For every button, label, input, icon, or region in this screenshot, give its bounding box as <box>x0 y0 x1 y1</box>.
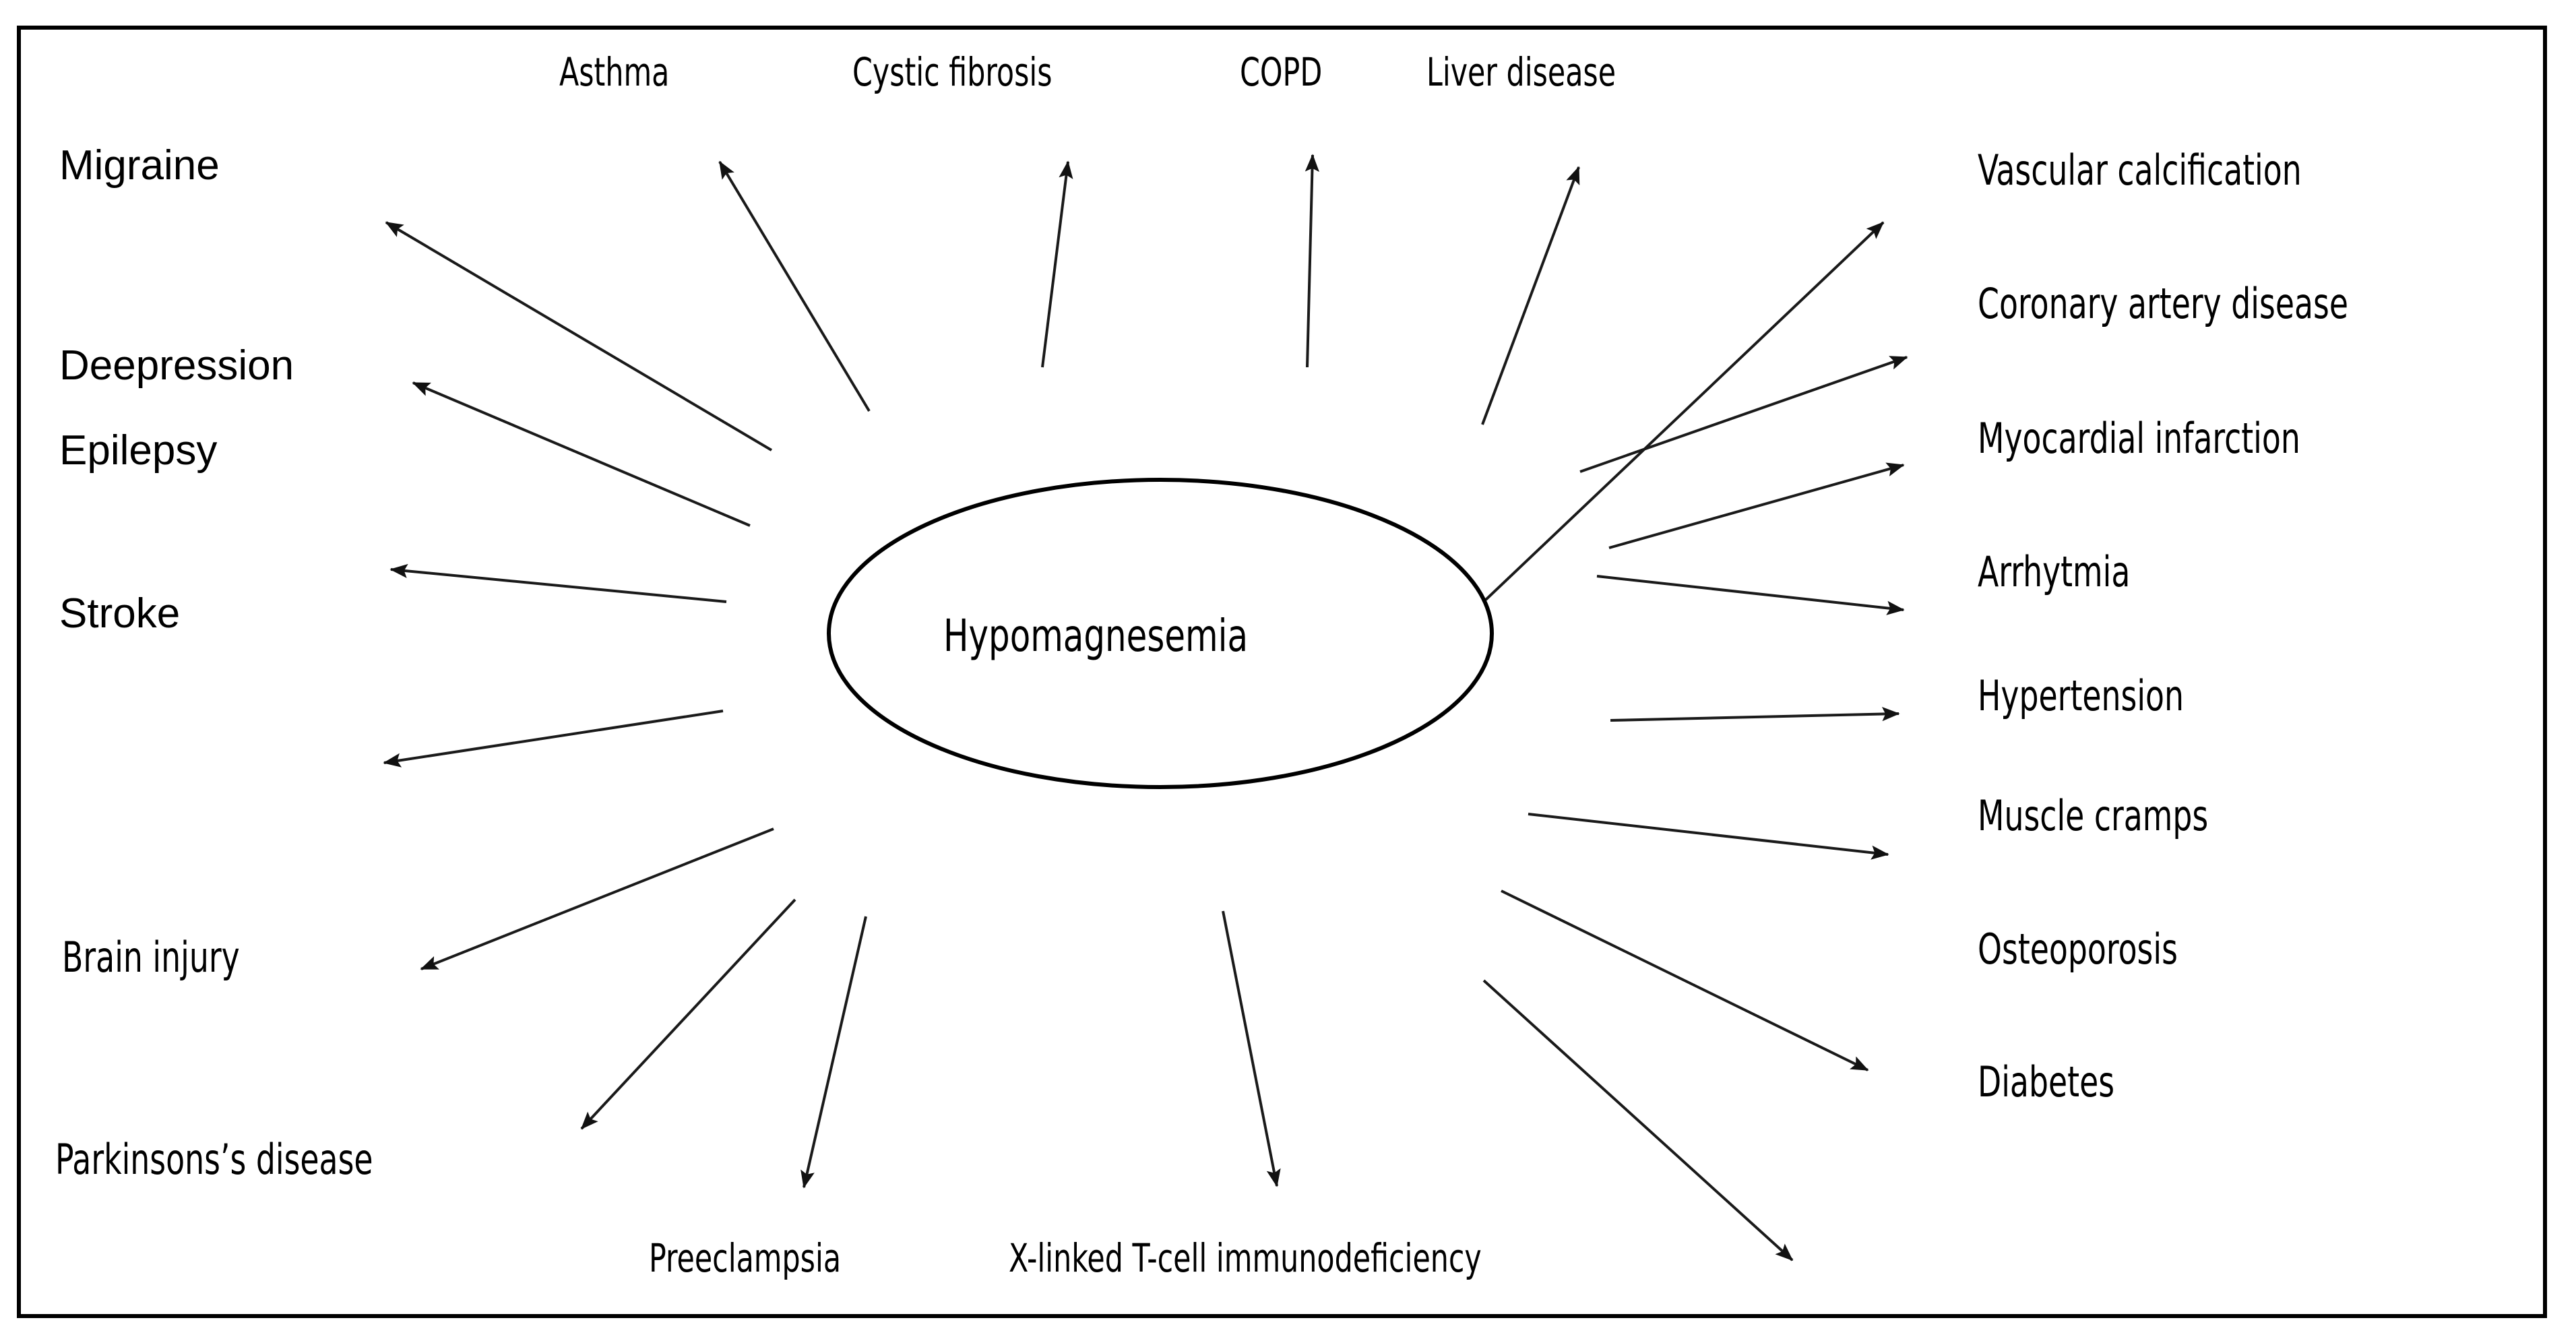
arrow-epilepsy <box>389 563 727 603</box>
arrow-liver-disease <box>1481 166 1580 425</box>
arrow-stroke <box>383 710 724 768</box>
outcome-label-preeclampsia: Preeclampsia <box>649 1235 842 1281</box>
arrow-osteoporosis <box>1501 890 1869 1071</box>
outcome-label-stroke: Stroke <box>59 590 181 637</box>
arrow-cystic-fibrosis <box>1041 160 1073 368</box>
arrow-vascular-calcification <box>1484 221 1885 601</box>
arrow-myocardial-infarction <box>1608 462 1905 549</box>
arrow-preeclampsia <box>800 916 867 1189</box>
arrow-copd <box>1305 154 1319 368</box>
outcome-label-migraine: Migraine <box>59 142 220 189</box>
arrow-migraine <box>385 221 773 451</box>
arrow-arrhytmia <box>1596 575 1905 615</box>
center-node-label: Hypomagnesemia <box>943 610 1249 662</box>
arrow-group <box>383 154 1908 1261</box>
outcome-label-copd: COPD <box>1240 49 1323 95</box>
outcome-label-epilepsy: Epilepsy <box>59 427 218 474</box>
arrow-hypertension <box>1610 706 1900 722</box>
outcome-label-liver-disease: Liver disease <box>1426 49 1616 95</box>
arrow-brain-injury <box>420 828 774 970</box>
outcome-label-deepression: Deepression <box>59 342 294 389</box>
outcome-label-muscle-cramps: Muscle cramps <box>1978 791 2209 840</box>
outcome-label-asthma: Asthma <box>559 49 670 95</box>
outcome-label-arrhytmia: Arrhytmia <box>1978 547 2131 596</box>
outcome-label-vascular-calcification: Vascular calcification <box>1978 146 2302 195</box>
arrow-deepression <box>412 381 751 527</box>
arrow-coronary-artery-disease <box>1579 356 1908 473</box>
outcome-label-cystic-fibrosis: Cystic fibrosis <box>852 49 1053 95</box>
outcome-label-osteoporosis: Osteoporosis <box>1978 925 2178 974</box>
outcome-label-diabetes: Diabetes <box>1978 1057 2115 1106</box>
outcome-label-coronary-artery-disease: Coronary artery disease <box>1978 279 2348 328</box>
arrow-asthma <box>718 160 871 412</box>
outcome-label-x-linked-t-cell-immunodeficiency: X-linked T-cell immunodeficiency <box>1009 1235 1482 1281</box>
arrow-muscle-cramps <box>1528 813 1889 860</box>
center-node-ellipse <box>827 478 1494 789</box>
outcome-label-myocardial-infarction: Myocardial infarction <box>1978 414 2300 463</box>
arrow-diabetes <box>1482 979 1794 1261</box>
outcome-label-hypertension: Hypertension <box>1978 671 2185 720</box>
arrow-x-linked-t-cell-immunodeficiency <box>1222 910 1281 1187</box>
outcome-label-brain-injury: Brain injury <box>62 933 240 982</box>
arrow-parkinsons <box>580 898 796 1130</box>
outcome-label-parkinsons: Parkinsons’s disease <box>55 1135 373 1184</box>
